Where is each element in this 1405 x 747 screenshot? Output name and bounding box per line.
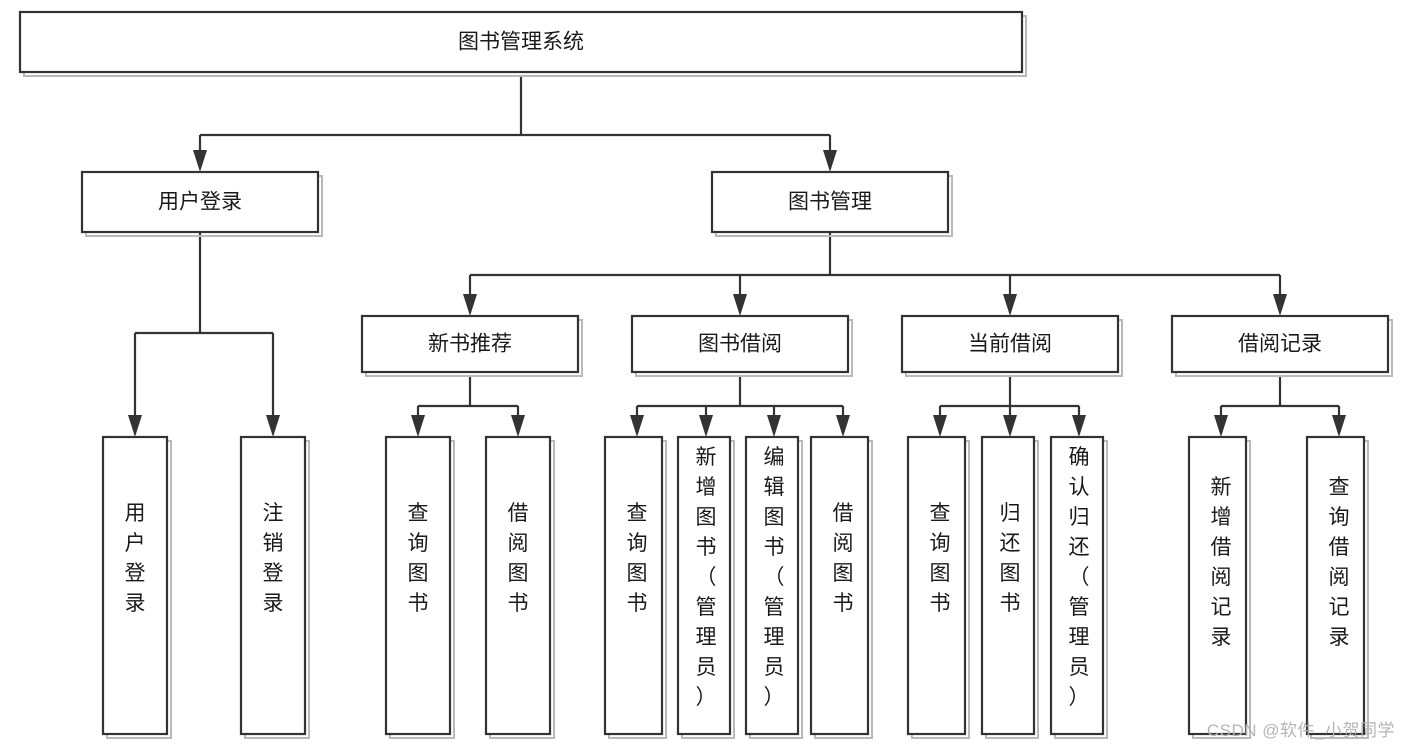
node-user-login[interactable]: 用户登录 [80,170,323,237]
node-leaf-query-book-3[interactable]: 查询图书 [906,435,970,739]
arrow-leaf-add-book [699,415,713,437]
node-leaf-add-record[interactable]: 新增借阅记录 [1187,435,1251,739]
arrow-leaf-logout-login [266,415,280,437]
node-leaf-user-login[interactable]: 用户登录 [101,435,172,739]
node-leaf-confirm-return-label: 确认归还（管理员） [1069,446,1090,709]
node-book-borrow[interactable]: 图书借阅 [630,314,853,377]
arrow-leaf-return-book [1003,415,1017,437]
node-leaf-add-book[interactable]: 新增图书（管理员） [676,435,735,739]
node-leaf-query-record-label: 查询借阅记录 [1329,476,1350,649]
node-leaf-logout-login[interactable]: 注销登录 [239,435,310,739]
node-leaf-user-login-label: 用户登录 [125,502,146,615]
node-leaf-borrow-book-1-label: 借阅图书 [508,502,529,615]
edge-layer [128,75,1346,437]
arrow-borrow-record [1273,294,1287,316]
node-leaf-borrow-book-1[interactable]: 借阅图书 [484,435,555,739]
arrow-leaf-confirm-return [1072,415,1086,437]
node-leaf-edit-book-label: 编辑图书（管理员） [764,446,785,709]
node-leaf-borrow-book-2[interactable]: 借阅图书 [809,435,873,739]
node-leaf-logout-login-label: 注销登录 [263,502,284,615]
node-new-book-recommend-label: 新书推荐 [428,333,512,356]
arrow-leaf-borrow-book-1 [511,415,525,437]
node-leaf-query-book-1[interactable]: 查询图书 [384,435,455,739]
arrow-leaf-query-record [1332,415,1346,437]
arrow-leaf-query-book-2 [630,415,644,437]
arrow-leaf-add-record [1214,415,1228,437]
node-borrow-record[interactable]: 借阅记录 [1170,314,1393,377]
arrow-book-borrow [733,294,747,316]
node-leaf-query-book-2-label: 查询图书 [627,502,648,615]
arrow-leaf-query-book-1 [411,415,425,437]
arrow-book-management [823,150,837,172]
node-leaf-add-record-label: 新增借阅记录 [1211,476,1232,649]
node-leaf-query-book-2[interactable]: 查询图书 [603,435,667,739]
arrow-leaf-user-login [128,415,142,437]
node-current-borrow-label: 当前借阅 [968,333,1052,356]
node-leaf-borrow-book-2-label: 借阅图书 [833,502,854,615]
node-current-borrow[interactable]: 当前借阅 [900,314,1123,377]
node-leaf-return-book[interactable]: 归还图书 [980,435,1039,739]
arrow-leaf-borrow-book-2 [836,415,850,437]
node-leaf-confirm-return[interactable]: 确认归还（管理员） [1049,435,1108,739]
node-book-management[interactable]: 图书管理 [710,170,953,237]
node-new-book-recommend[interactable]: 新书推荐 [360,314,583,377]
arrow-leaf-edit-book [767,415,781,437]
node-book-management-label: 图书管理 [788,191,872,214]
node-leaf-query-book-1-label: 查询图书 [408,502,429,615]
node-borrow-record-label: 借阅记录 [1238,333,1322,356]
node-leaf-add-book-label: 新增图书（管理员） [696,446,717,709]
node-leaf-edit-book[interactable]: 编辑图书（管理员） [744,435,803,739]
arrow-current-borrow [1003,294,1017,316]
node-root-label: 图书管理系统 [458,31,584,54]
node-leaf-query-record[interactable]: 查询借阅记录 [1305,435,1369,739]
node-leaf-query-book-3-label: 查询图书 [930,502,951,615]
node-book-borrow-label: 图书借阅 [698,333,782,356]
arrow-leaf-query-book-3 [933,415,947,437]
node-user-login-label: 用户登录 [158,191,242,214]
arrow-user-login [193,150,207,172]
node-root[interactable]: 图书管理系统 [18,10,1027,77]
arrow-new-book-recommend [463,294,477,316]
node-leaf-return-book-label: 归还图书 [1000,502,1021,615]
